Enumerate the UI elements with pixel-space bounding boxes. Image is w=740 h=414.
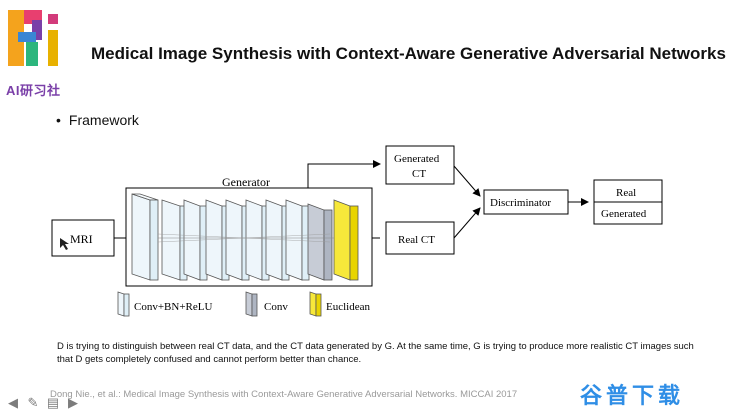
slide-caption: D is trying to distinguish between real … [57, 341, 694, 365]
pencil-icon[interactable]: ✎ [27, 395, 39, 410]
framework-diagram-svg: MRI Generator [51, 145, 663, 317]
discriminator-label: Discriminator [490, 197, 551, 209]
layer-6 [245, 199, 270, 281]
discriminator-box [483, 189, 569, 215]
legend-euclidean: Euclidean [326, 301, 370, 313]
generated-ct-box [385, 145, 455, 185]
legend-conv: Conv [264, 301, 288, 313]
logo-text: AI研习社 [6, 83, 61, 98]
layer-1 [131, 193, 159, 281]
output-real-label: Real [616, 187, 636, 199]
logo: AI研习社 [4, 4, 66, 100]
layer-euclidean [333, 199, 359, 281]
cursor-icon [60, 238, 69, 250]
slide-title: Medical Image Synthesis with Context-Awa… [91, 44, 726, 63]
bullet-dot: • [56, 112, 61, 128]
layer-5 [225, 199, 250, 281]
mri-box [51, 219, 115, 257]
legend: Conv+BN+ReLU Conv Euclidean [117, 291, 370, 317]
arrow-left-icon[interactable]: ◀ [8, 395, 18, 410]
layer-3 [183, 199, 208, 281]
output-generated-label: Generated [601, 208, 647, 220]
ai-logo-icon [8, 10, 58, 66]
footer: ◀ ✎ ▤ ▶ Dong Nie., et al.: Medical Image… [0, 384, 740, 414]
generator-layers [131, 193, 359, 281]
layer-conv [307, 203, 333, 281]
layer-8 [285, 199, 310, 281]
menu-icon[interactable]: ▤ [46, 395, 60, 410]
mri-label: MRI [70, 232, 93, 246]
citation: Dong Nie., et al.: Medical Image Synthes… [50, 389, 518, 400]
real-ct-label: Real CT [398, 234, 435, 246]
generator-label: Generator [222, 175, 270, 189]
generated-ct-label-1: Generated [394, 153, 440, 165]
generated-ct-label-2: CT [412, 168, 426, 180]
layer-4 [205, 199, 230, 281]
legend-conv-bn-relu: Conv+BN+ReLU [134, 301, 212, 313]
bullet-text: Framework [68, 112, 139, 128]
watermark: 谷普下载 [579, 384, 684, 409]
real-ct-box [385, 221, 455, 255]
arrow-right-icon[interactable]: ▶ [68, 395, 78, 410]
bullet-item: • Framework [56, 112, 139, 128]
framework-diagram: MRI Generator [0, 140, 740, 330]
layer-2 [161, 199, 188, 281]
slide-nav: ◀ ✎ ▤ ▶ [6, 396, 80, 410]
